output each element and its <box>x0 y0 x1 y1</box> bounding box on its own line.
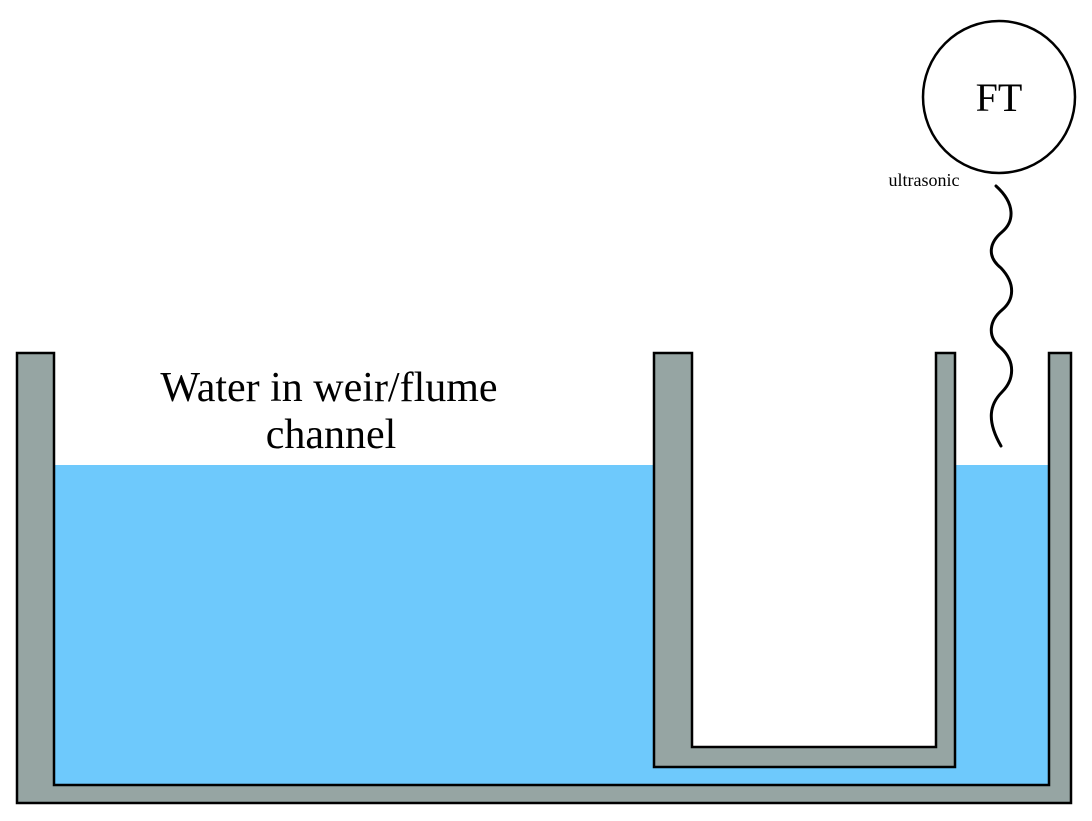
channel-outer-wall <box>15 351 1073 805</box>
weir-box-wall <box>652 351 957 769</box>
channel-label-line2: channel <box>266 412 397 458</box>
ultrasonic-wave-icon <box>989 184 1014 448</box>
flow-transmitter-circle <box>921 19 1077 175</box>
channel-water <box>54 465 1049 785</box>
flow-transmitter-label: FT <box>976 75 1023 120</box>
ultrasonic-label: ultrasonic <box>889 170 960 190</box>
flow-transmitter: FT <box>921 19 1077 175</box>
channel-label-line1: Water in weir/flume <box>160 365 497 411</box>
